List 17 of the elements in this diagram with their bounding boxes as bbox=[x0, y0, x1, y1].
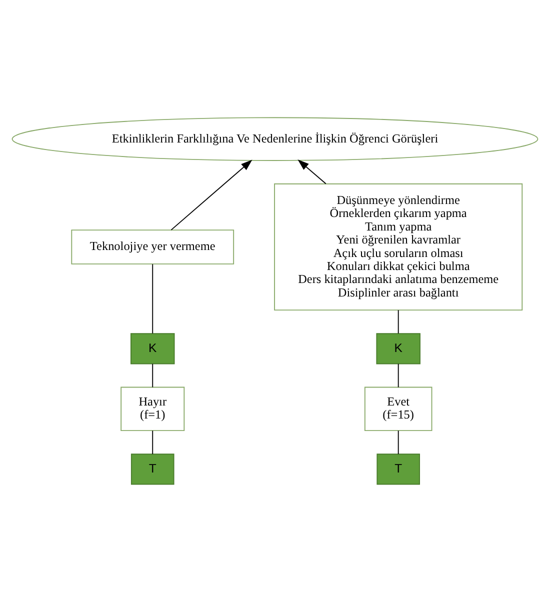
node-box: Hayır (f=1) bbox=[120, 386, 185, 431]
node-box: T bbox=[376, 453, 420, 484]
node-box: K bbox=[376, 332, 420, 364]
connector bbox=[398, 430, 399, 454]
connector bbox=[152, 263, 154, 334]
node-box: K bbox=[130, 332, 175, 364]
connector bbox=[398, 309, 399, 334]
node-box: T bbox=[130, 453, 174, 484]
node-box: Evet (f=15) bbox=[364, 386, 432, 431]
connector bbox=[152, 362, 154, 388]
node-box: Teknolojiye yer vermeme bbox=[71, 229, 234, 264]
node-box: Düşünmeye yönlendirme Örneklerden çıkarım yapma Tanım yapma Yeni öğrenilen kavramlar Açık uçlu soruların olması Konuları dikkat çekici bulma Ders kitaplarındaki anlatıma benzememe Disiplinler arası bağlantı bbox=[274, 182, 523, 310]
arrow bbox=[298, 159, 326, 184]
connector bbox=[398, 362, 399, 388]
connector bbox=[152, 430, 154, 454]
node-ellipse: Etkinliklerin Farklılığına Ve Nedenlerine İlişkin Öğrenci Görüşleri bbox=[12, 116, 538, 160]
arrow bbox=[170, 159, 252, 230]
